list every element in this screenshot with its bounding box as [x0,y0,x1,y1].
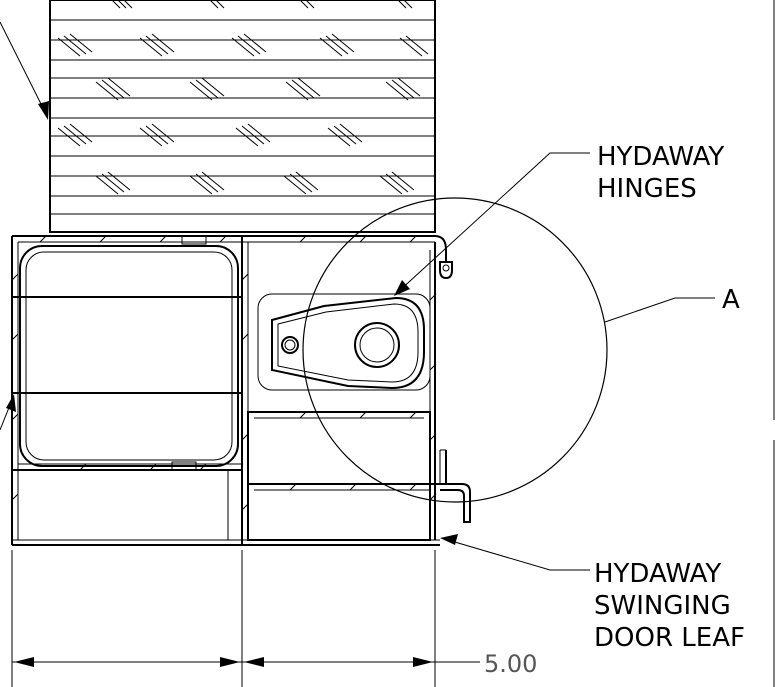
wall-block [49,0,436,233]
hinges-label-line2: HINGES [597,174,697,204]
hinge-assembly [257,293,431,391]
leaf-label-line1: HYDAWAY [594,559,721,589]
left-glass-panel [19,245,239,467]
dimension-value: 5.00 [484,650,537,678]
dimension-width: 5.00 [11,550,537,687]
detail-circle-a [302,197,608,503]
wall-courses [50,19,435,215]
leaf-label-line2: SWINGING [594,591,731,621]
leaf-label-line3: DOOR LEAF [594,623,745,653]
detail-label: A [722,285,740,315]
hinge-pivot-small [281,336,299,354]
callout-labels: HYDAWAY HINGES A HYDAWAY SWINGING DOOR L… [594,142,745,653]
hinges-label-line1: HYDAWAY [597,142,724,172]
hinge-pivot-large [354,322,400,368]
leader-lines [0,21,715,571]
frame-body [11,235,471,546]
glass-hatch-marks [57,0,429,195]
